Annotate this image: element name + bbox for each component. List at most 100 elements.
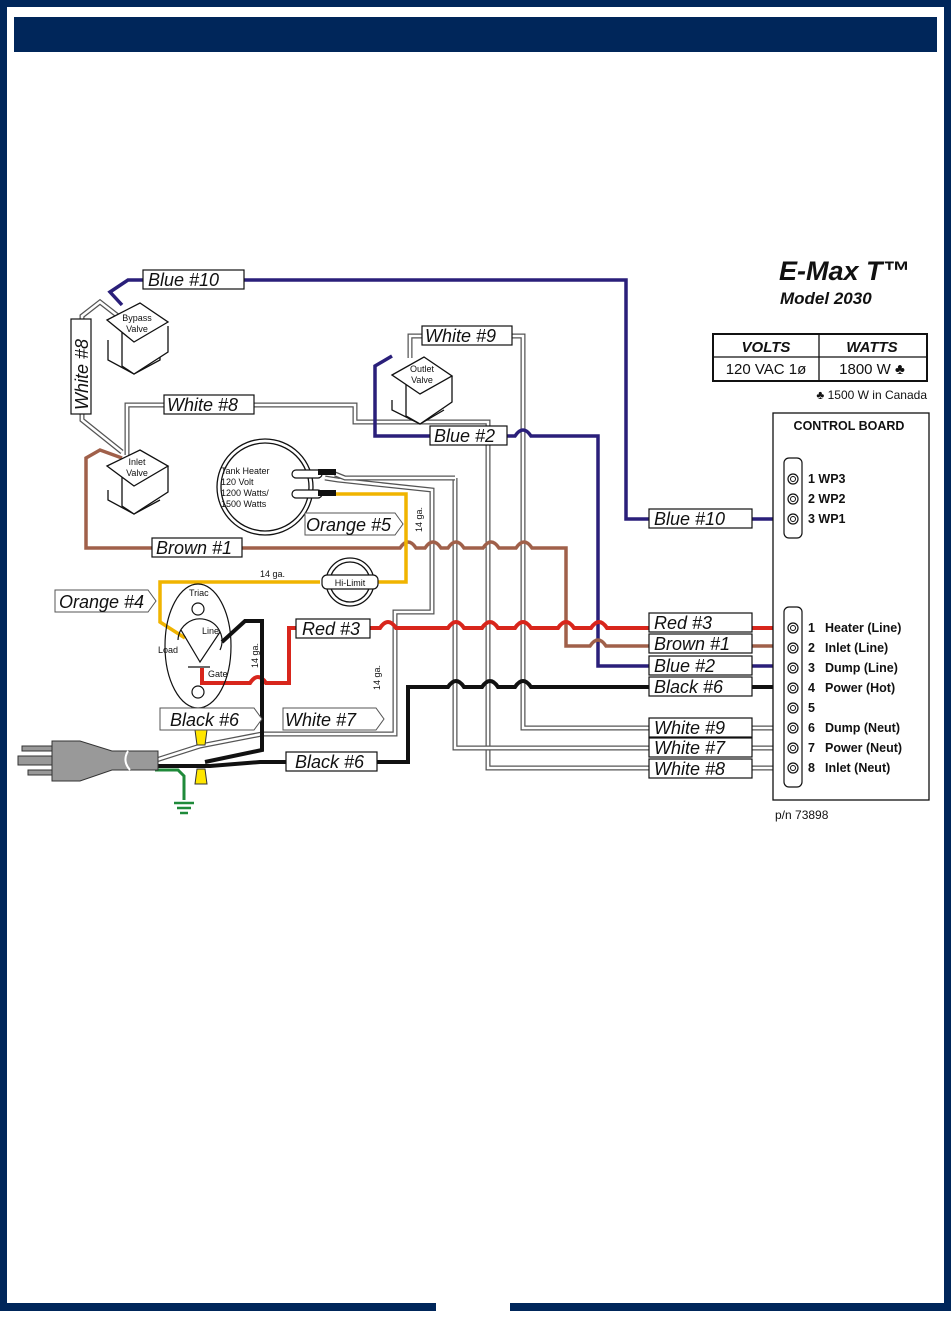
label-black-6-flag: Black #6 <box>159 707 263 731</box>
label-brown-1-right: Brown #1 <box>648 633 753 654</box>
terminal-label: Power (Neut) <box>825 741 902 755</box>
outlet-valve: Outlet Valve <box>390 356 454 425</box>
frame-left-border <box>0 0 7 1311</box>
svg-text:White #7: White #7 <box>654 738 726 758</box>
terminal-number: 4 <box>808 681 815 695</box>
part-number: p/n 73898 <box>775 808 829 822</box>
terminal-number: 8 <box>808 761 815 775</box>
ratings-header-volts: VOLTS <box>742 339 791 356</box>
label-white-9-top: White #9 <box>421 325 513 346</box>
svg-text:Load: Load <box>158 645 178 655</box>
label-white-7-flag: White #7 <box>282 707 385 731</box>
terminal-label: Power (Hot) <box>825 681 895 695</box>
power-plug-icon <box>17 740 159 782</box>
label-red-3-right: Red #3 <box>648 612 753 633</box>
outlet-valve-label: Outlet <box>410 364 435 374</box>
frame-right-border <box>944 0 951 1311</box>
svg-text:White #7: White #7 <box>285 710 357 730</box>
triac-label: Triac <box>189 588 209 598</box>
terminal-number: 2 <box>808 641 815 655</box>
svg-text:Black #6: Black #6 <box>295 752 365 772</box>
label-white-7-right: White #7 <box>648 737 753 758</box>
svg-text:1200 Watts/: 1200 Watts/ <box>221 488 269 498</box>
tank-heater: Tank Heater 120 Volt 1200 Watts/ 1500 Wa… <box>216 438 336 536</box>
wp-terminal: 1 WP3 <box>787 472 846 486</box>
wire-black-triac-line <box>204 619 264 764</box>
gauge-label: 14 ga. <box>414 507 424 532</box>
orange-wires <box>158 492 408 640</box>
svg-text:Orange #4: Orange #4 <box>59 592 144 612</box>
svg-text:White #9: White #9 <box>425 326 496 346</box>
svg-text:Blue #2: Blue #2 <box>654 656 715 676</box>
bypass-valve-label: Bypass <box>122 313 152 323</box>
svg-text:Valve: Valve <box>411 375 433 385</box>
svg-text:Brown #1: Brown #1 <box>156 538 232 558</box>
wire-orange-4 <box>158 580 320 640</box>
control-board-title: CONTROL BOARD <box>794 419 905 433</box>
gauge-label: 14 ga. <box>260 569 285 579</box>
terminal-number: 5 <box>808 701 815 715</box>
wire-nuts <box>194 729 208 785</box>
label-white-9-right: White #9 <box>648 717 753 738</box>
svg-text:Blue #10: Blue #10 <box>654 509 725 529</box>
svg-text:Orange #5: Orange #5 <box>306 515 392 535</box>
terminal-connector-icon <box>787 702 799 714</box>
label-red-3-mid: Red #3 <box>295 618 371 639</box>
wp-terminal: 3 WP1 <box>787 512 846 526</box>
svg-text:1500 Watts: 1500 Watts <box>221 499 267 509</box>
terminal-connector-icon <box>787 762 799 774</box>
terminal-connector-icon <box>787 682 799 694</box>
svg-text:Black #6: Black #6 <box>654 677 724 697</box>
terminal-number: 7 <box>808 741 815 755</box>
wire-red-3 <box>200 620 790 685</box>
svg-text:Brown #1: Brown #1 <box>654 634 730 654</box>
terminal-connector-icon <box>787 642 799 654</box>
label-blue-2-right: Blue #2 <box>648 655 753 676</box>
terminal-connector-icon <box>787 513 799 525</box>
gauge-label: 14 ga. <box>372 665 382 690</box>
terminal-label: Heater (Line) <box>825 621 901 635</box>
hi-limit-switch: Hi-Limit <box>321 557 379 607</box>
canada-footnote: ♣ 1500 W in Canada <box>816 388 927 402</box>
svg-text:Red #3: Red #3 <box>654 613 712 633</box>
main-terminal-strip <box>783 606 803 788</box>
inlet-valve-label: Inlet <box>128 457 146 467</box>
board-terminal: 4 Power (Hot) <box>787 681 895 695</box>
wp-terminal-label: 2 WP2 <box>808 492 846 506</box>
terminal-connector-icon <box>787 722 799 734</box>
gauge-label: 14 ga. <box>250 643 260 668</box>
wire-white-9 <box>407 333 780 731</box>
terminal-number: 6 <box>808 721 815 735</box>
frame-bottom-border-left <box>0 1303 436 1311</box>
terminal-connector-icon <box>787 662 799 674</box>
wire-brown-1 <box>84 448 790 648</box>
label-orange-4: Orange #4 <box>54 589 157 613</box>
wire-nut-icon <box>194 729 208 746</box>
black-wires <box>150 619 790 768</box>
label-white-8-top: White #8 <box>163 394 255 415</box>
terminal-connector-icon <box>787 622 799 634</box>
wire-labels: Blue #10 White #8 White #8 White #9 Blue… <box>54 269 753 779</box>
wp-terminals: 1 WP3 2 WP2 3 WP1 <box>787 472 846 526</box>
svg-text:Valve: Valve <box>126 324 148 334</box>
label-brown-1-left: Brown #1 <box>151 537 243 558</box>
wp-terminal: 2 WP2 <box>787 492 846 506</box>
wp-terminal-label: 3 WP1 <box>808 512 846 526</box>
svg-text:Blue #10: Blue #10 <box>148 270 219 290</box>
label-blue-10-right: Blue #10 <box>648 508 753 529</box>
ratings-table: VOLTS WATTS 120 VAC 1ø 1800 W ♣ <box>712 333 928 382</box>
wp-terminal-label: 1 WP3 <box>808 472 846 486</box>
svg-text:White #8: White #8 <box>72 339 92 410</box>
ground <box>155 768 194 815</box>
terminal-connector-icon <box>787 473 799 485</box>
board-terminal: 7 Power (Neut) <box>787 741 902 755</box>
svg-text:Black #6: Black #6 <box>170 710 240 730</box>
triac: Triac Line Load Gate <box>158 583 232 709</box>
terminal-connector-icon <box>787 742 799 754</box>
